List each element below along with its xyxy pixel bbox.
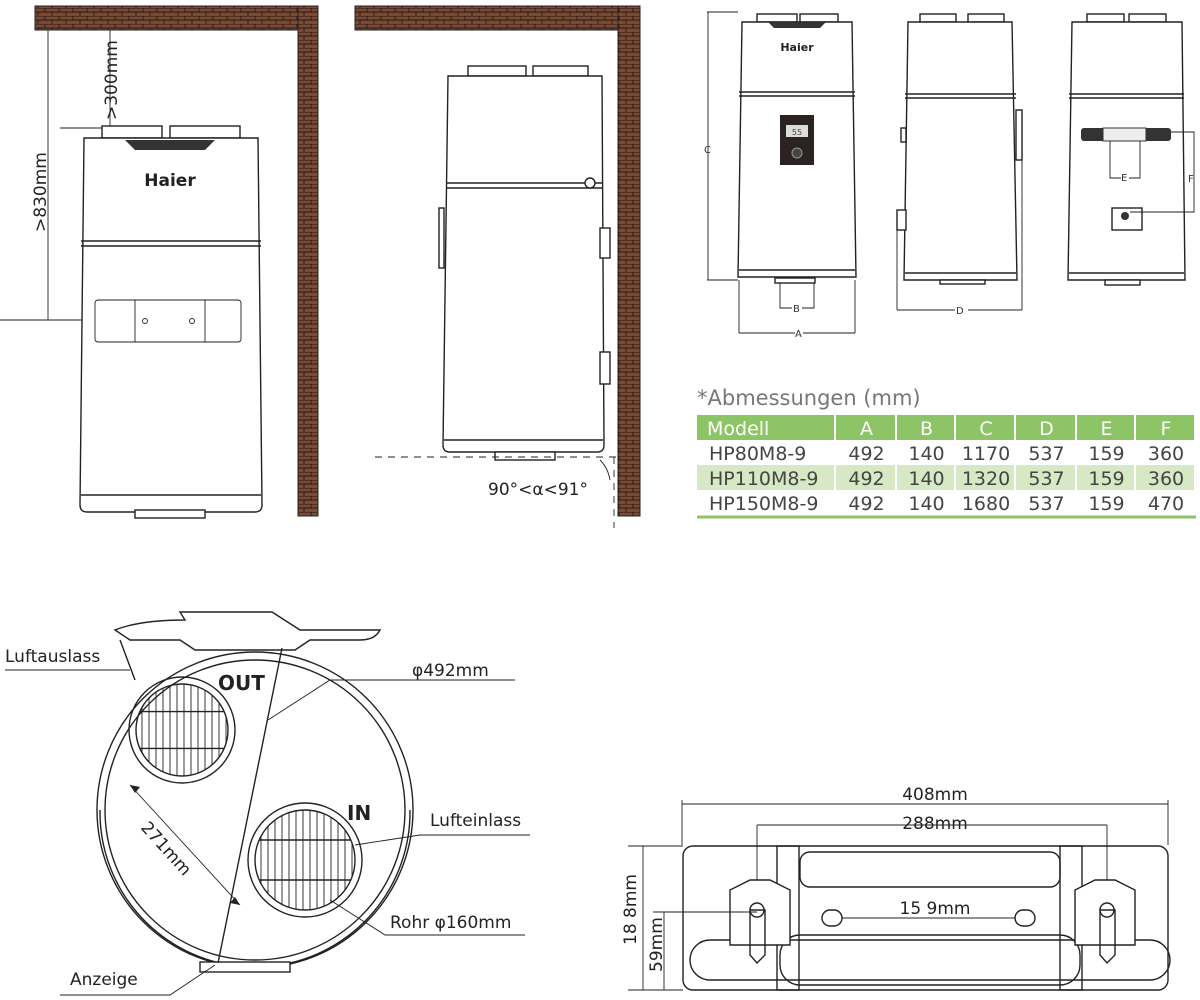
table-header-cell (697, 415, 834, 440)
in-label: IN (347, 801, 371, 825)
table-row-stripe (836, 465, 895, 490)
table-header-cell (897, 415, 954, 440)
hole-width-label: 288mm (902, 814, 968, 834)
table-header-label: A (860, 418, 873, 440)
slot-width-label: 15 9mm (900, 899, 971, 919)
table-cell: HP110M8-9 (709, 468, 818, 490)
wall-top (354, 5, 641, 31)
dim-label-e: E (1121, 173, 1127, 184)
table-cell: 537 (1028, 468, 1064, 490)
wall-right (617, 5, 641, 517)
outer-width-label: 408mm (902, 785, 968, 805)
dim-label-b: B (793, 304, 800, 315)
table-row-stripe (897, 465, 954, 490)
table-cell: HP80M8-9 (709, 443, 806, 465)
dim-label-d: D (956, 306, 964, 317)
table-cell: 140 (908, 493, 944, 515)
brand-logo: Haier (144, 171, 196, 191)
wall-top (34, 5, 319, 31)
table-header-label: F (1161, 418, 1172, 440)
height-label: 18 8mm (621, 874, 641, 945)
table-cell: 1170 (962, 443, 1010, 465)
table-cell: 492 (848, 443, 884, 465)
table-cell: 470 (1148, 493, 1184, 515)
table-title: *Abmessungen (mm) (697, 386, 921, 410)
table-cell: 159 (1088, 493, 1124, 515)
heat-pump-front: Haier (79, 125, 263, 519)
side-view: D (896, 13, 1023, 317)
table-header-cell (836, 415, 895, 440)
dim-label-f: F (1188, 174, 1194, 185)
dim-label-a: A (795, 329, 802, 340)
side-install-view: 90°<α<91° (354, 5, 641, 528)
outlet-label: Luftauslass (5, 647, 100, 667)
table-header-label: E (1100, 418, 1112, 440)
tilt-angle: 90°<α<91° (488, 480, 588, 500)
min-top-clearance: >300mm (102, 40, 122, 120)
table-cell: HP150M8-9 (709, 493, 818, 515)
air-inlet (247, 802, 363, 918)
min-height-clearance: >830mm (31, 152, 51, 232)
table-cell: 159 (1088, 443, 1124, 465)
front-install-view: >300mm >830mm Haier (0, 5, 319, 519)
display-label: Anzeige (70, 970, 138, 990)
wall-bracket: 408mm 288mm 15 9mm 18 8mm 59mm (621, 785, 1171, 991)
dimensions-table: *Abmessungen (mm) Modell A B C D E F HP80M8-9 49… (697, 386, 1196, 519)
table-header-label: Modell (707, 418, 769, 440)
air-outlet (128, 676, 236, 784)
distance-label: 271mm (136, 818, 195, 880)
table-header-label: B (920, 418, 933, 440)
hole-height-label: 59mm (647, 917, 667, 972)
top-view: OUT IN φ492mm 271mm Luftauslass Lufteinl… (5, 611, 530, 996)
table-cell: 140 (908, 443, 944, 465)
table-cell: 140 (908, 468, 944, 490)
table-cell: 360 (1148, 443, 1184, 465)
front-view: Haier 55 C B A (704, 11, 857, 340)
table-cell: 537 (1028, 493, 1064, 515)
wall-right (297, 5, 319, 517)
table-cell: 492 (848, 468, 884, 490)
table-header-cell (1077, 415, 1134, 440)
table-row-stripe (956, 465, 1014, 490)
table-header-cell (1136, 415, 1194, 440)
pipe-label: Rohr φ160mm (390, 913, 511, 933)
table-row-stripe (1136, 465, 1194, 490)
table-cell: 1680 (962, 493, 1010, 515)
table-row-stripe (697, 465, 834, 490)
table-cell: 1320 (962, 468, 1010, 490)
diameter-label: φ492mm (412, 661, 489, 681)
table-row-stripe (1077, 465, 1134, 490)
table-cell: 492 (848, 493, 884, 515)
table-row-stripe (1016, 465, 1075, 490)
table-header-label: C (979, 418, 992, 440)
out-label: OUT (218, 671, 265, 695)
table-header-cell (956, 415, 1014, 440)
dim-label-c: C (704, 145, 711, 156)
table-cell: 360 (1148, 468, 1184, 490)
display-value: 55 (792, 128, 802, 137)
table-cell: 537 (1028, 443, 1064, 465)
table-header-cell (1016, 415, 1075, 440)
table-header-label: D (1039, 418, 1054, 440)
brand-logo-small: Haier (780, 41, 814, 54)
table-cell: 159 (1088, 468, 1124, 490)
back-view: E F (1067, 13, 1195, 286)
inlet-label: Lufteinlass (430, 811, 521, 831)
